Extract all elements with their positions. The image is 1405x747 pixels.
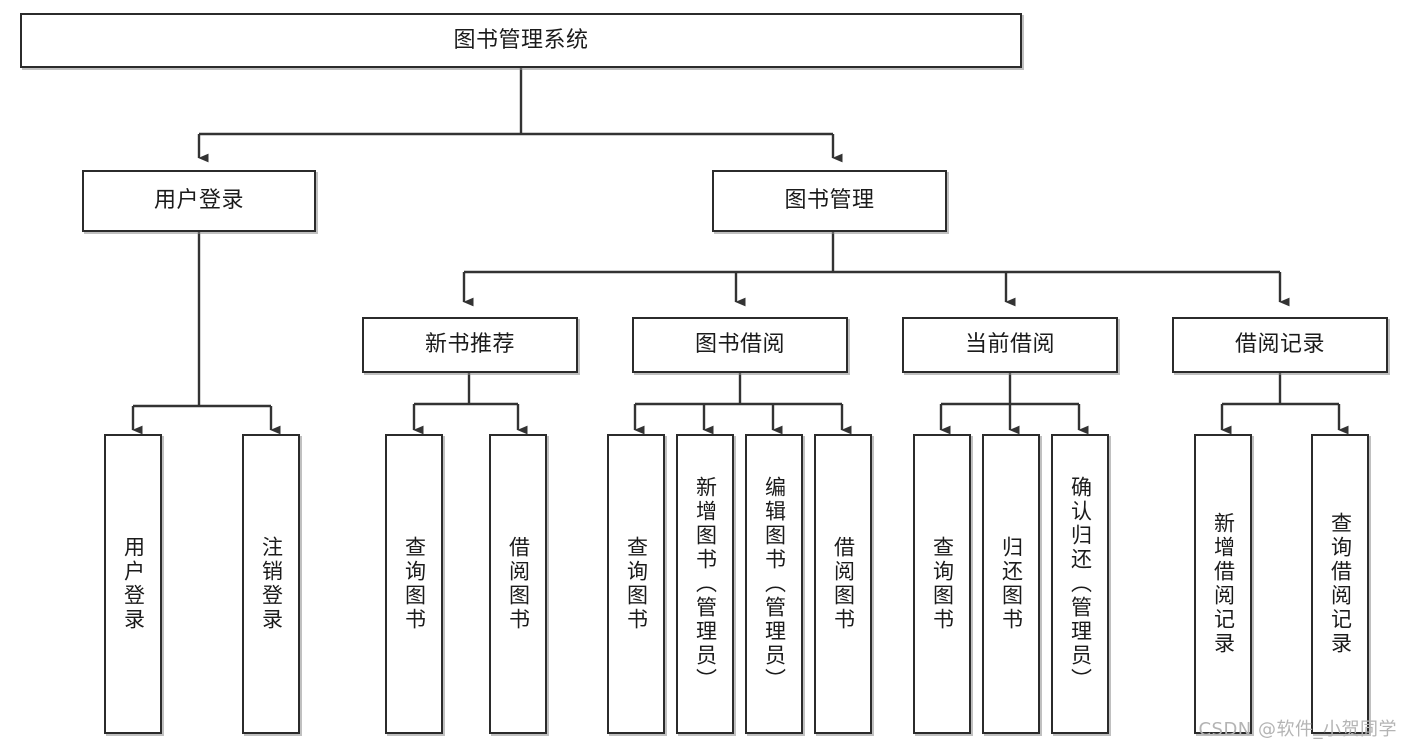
node-label: 图书管理系统 — [453, 27, 589, 53]
leaf-query-book-new-book[interactable]: 查询图书 — [385, 434, 443, 734]
leaf-query-book-borrowing[interactable]: 查询图书 — [607, 434, 665, 734]
leaf-borrow-book-borrowing[interactable]: 借阅图书 — [814, 434, 872, 734]
leaf-query-borrowing-record[interactable]: 查询借阅记录 — [1311, 434, 1369, 734]
node-book-management[interactable]: 图书管理 — [712, 170, 947, 232]
node-label: 归还图书 — [999, 536, 1024, 632]
leaf-edit-book-admin[interactable]: 编辑图书（管理员） — [745, 434, 803, 734]
node-label: 编辑图书（管理员） — [762, 476, 787, 692]
node-label: 借阅图书 — [831, 536, 856, 632]
node-label: 用户登录 — [121, 536, 146, 632]
node-current-borrowing[interactable]: 当前借阅 — [902, 317, 1118, 373]
node-label: 借阅图书 — [506, 536, 531, 632]
node-label: 确认归还（管理员） — [1068, 476, 1093, 692]
node-label: 用户登录 — [153, 188, 244, 214]
node-label: 图书借阅 — [694, 332, 785, 358]
leaf-add-book-admin[interactable]: 新增图书（管理员） — [676, 434, 734, 734]
node-label: 查询图书 — [402, 536, 427, 632]
node-label: 新书推荐 — [424, 332, 515, 358]
leaf-confirm-return-admin[interactable]: 确认归还（管理员） — [1051, 434, 1109, 734]
node-label: 当前借阅 — [964, 332, 1055, 358]
leaf-add-borrowing-record[interactable]: 新增借阅记录 — [1194, 434, 1252, 734]
node-borrowing-records[interactable]: 借阅记录 — [1172, 317, 1388, 373]
node-label: 注销登录 — [259, 536, 284, 632]
node-book-management-system[interactable]: 图书管理系统 — [20, 13, 1022, 68]
node-new-book-recommendation[interactable]: 新书推荐 — [362, 317, 578, 373]
node-label: 新增图书（管理员） — [693, 476, 718, 692]
node-label: 图书管理 — [784, 188, 875, 214]
leaf-user-login[interactable]: 用户登录 — [104, 434, 162, 734]
node-label: 查询借阅记录 — [1328, 512, 1353, 656]
leaf-borrow-book-new-book[interactable]: 借阅图书 — [489, 434, 547, 734]
node-label: 新增借阅记录 — [1211, 512, 1236, 656]
node-label: 查询图书 — [624, 536, 649, 632]
leaf-return-book[interactable]: 归还图书 — [982, 434, 1040, 734]
node-label: 查询图书 — [930, 536, 955, 632]
node-label: 借阅记录 — [1234, 332, 1325, 358]
leaf-logout-login[interactable]: 注销登录 — [242, 434, 300, 734]
node-book-borrowing[interactable]: 图书借阅 — [632, 317, 848, 373]
node-user-login[interactable]: 用户登录 — [82, 170, 316, 232]
leaf-query-book-current[interactable]: 查询图书 — [913, 434, 971, 734]
